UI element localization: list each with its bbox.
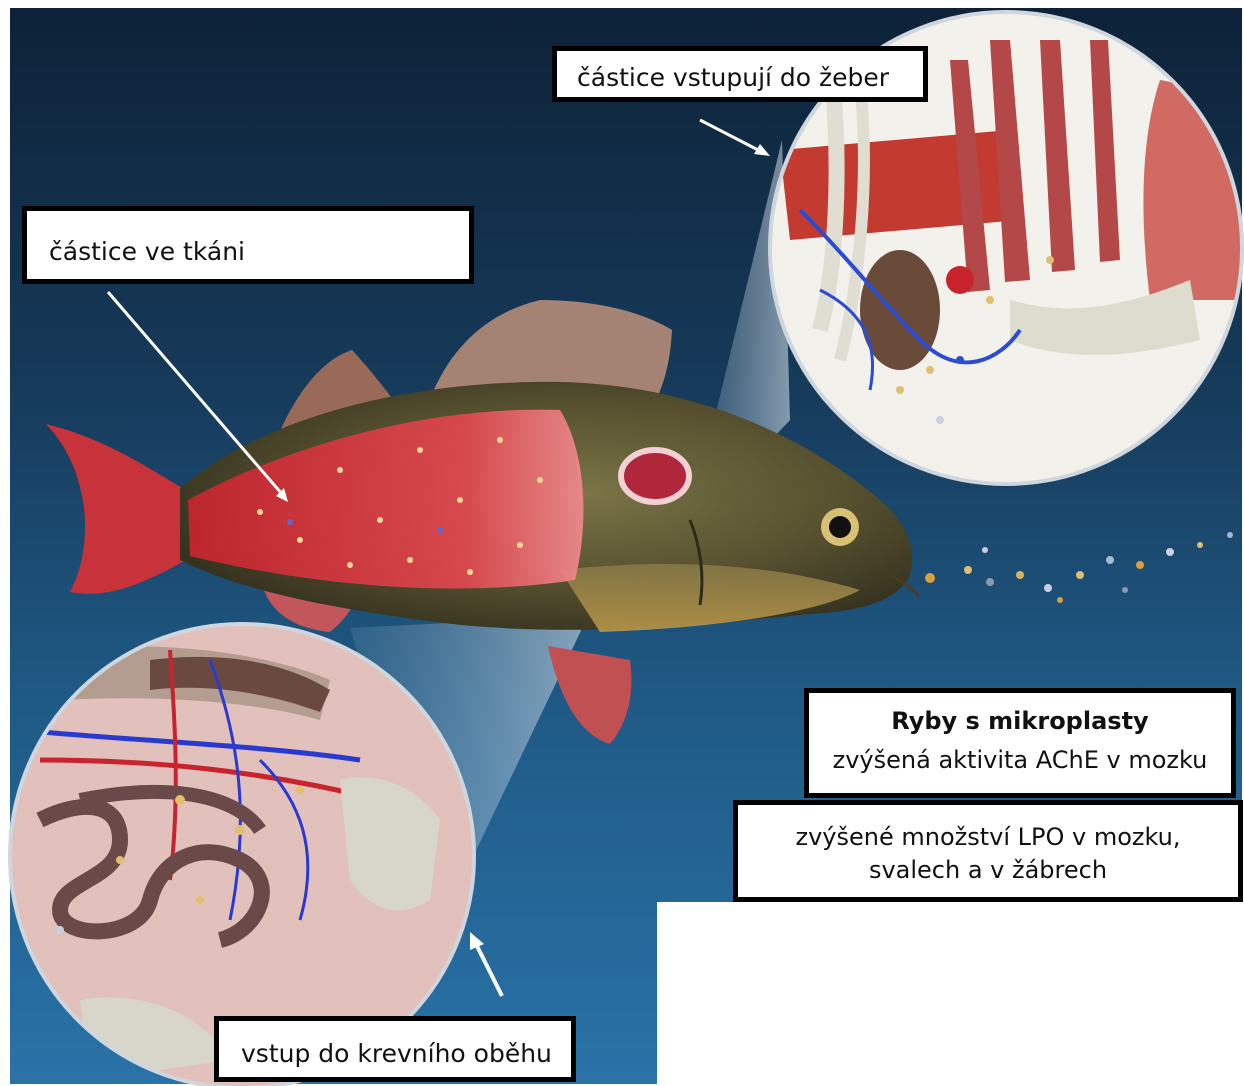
arrow-gills (700, 120, 770, 156)
exposed-muscle (188, 410, 583, 589)
label-gills: částice vstupují do žeber (552, 46, 928, 102)
tail-fin (46, 424, 186, 594)
effects-ache: zvýšená aktivita AChE v mozku (809, 746, 1231, 775)
pelvic-fin (548, 646, 631, 744)
label-blood: vstup do krevního oběhu (214, 1016, 576, 1082)
effects-box: Ryby s mikroplasty zvýšená aktivita AChE… (804, 688, 1236, 798)
skin-lesion (621, 450, 689, 502)
label-tissue: částice ve tkáni (22, 206, 474, 284)
microplastic-particles-water (925, 532, 1233, 603)
arrow-blood (470, 932, 502, 996)
effects-lpo-line1: zvýšené množství LPO v mozku, (738, 823, 1238, 852)
effects-title: Ryby s mikroplasty (809, 707, 1231, 736)
effects-lpo-line2: svalech a v žábrech (738, 856, 1238, 885)
effects-lpo-box: zvýšené množství LPO v mozku, svalech a … (733, 800, 1243, 902)
